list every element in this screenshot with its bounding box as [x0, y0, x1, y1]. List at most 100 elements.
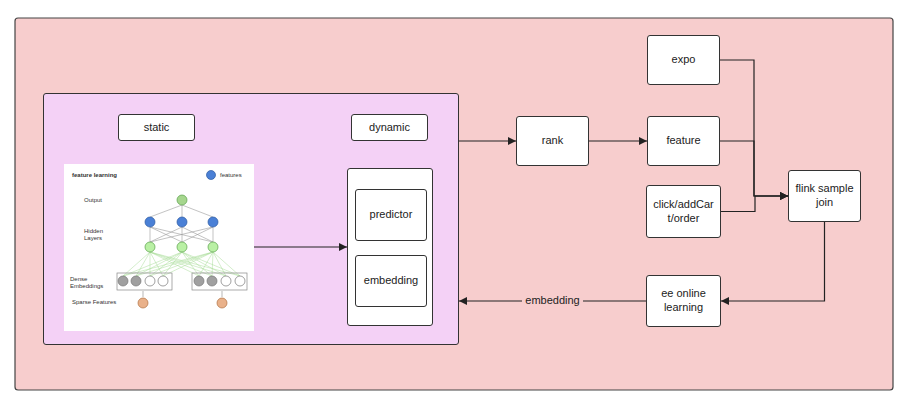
section-label-box: static	[118, 114, 195, 141]
text-holder: feature learning	[72, 172, 152, 179]
embedding-group	[117, 273, 172, 290]
network-link	[150, 227, 213, 242]
text-holder: embedding	[360, 274, 422, 288]
process-box: embedding	[355, 255, 427, 307]
network-link	[150, 252, 226, 276]
connector-arrow	[721, 222, 825, 301]
network-link	[136, 252, 213, 276]
network-link	[213, 252, 240, 276]
connector-arrow	[254, 246, 347, 247]
network-link	[163, 252, 182, 276]
network-link	[213, 252, 226, 276]
model-panel: static dynamic feature learning featuresOut…	[43, 93, 459, 345]
network-link	[150, 227, 213, 242]
network-link	[182, 205, 183, 217]
edge-label: embedding	[522, 294, 582, 307]
sparse-unit	[138, 298, 148, 308]
box-label: click/addCart/order	[652, 198, 715, 226]
network-link	[150, 252, 212, 276]
text-holder: predictor	[366, 208, 417, 222]
embedding-unit	[118, 276, 128, 286]
box-label: flink sample join	[794, 182, 855, 210]
process-box: feature	[647, 116, 720, 166]
embedding-unit	[207, 276, 217, 286]
network-link	[150, 252, 199, 276]
text-holder: flink sample join	[790, 182, 859, 210]
network-link	[182, 227, 213, 242]
network-link	[150, 227, 182, 242]
connector-arrow	[459, 140, 516, 141]
box-label: dynamic	[369, 121, 410, 135]
embedding-unit	[131, 276, 141, 286]
hidden-unit	[177, 242, 187, 252]
connector-arrow	[720, 60, 788, 196]
box-label: static	[144, 121, 170, 135]
network-link	[182, 252, 240, 276]
output-unit	[177, 195, 187, 205]
embedding-unit	[221, 276, 231, 286]
text-holder: Sparse Features	[72, 299, 132, 306]
sparse-link	[222, 291, 223, 297]
box-label: ee online learning	[652, 287, 715, 315]
network-link	[182, 252, 212, 276]
network-link	[150, 227, 151, 242]
hidden-unit	[145, 242, 155, 252]
box-label: expo	[672, 53, 696, 67]
figure-label: Hidden Layers	[84, 228, 112, 242]
embedding-unit	[194, 276, 204, 286]
hidden-unit	[145, 217, 155, 227]
hidden-unit	[177, 217, 187, 227]
network-link	[150, 252, 151, 276]
section-label-box: dynamic	[351, 114, 428, 141]
process-box: predictor	[355, 189, 427, 241]
network-link	[182, 227, 213, 242]
text-holder: ee online learning	[648, 287, 719, 315]
figure-label: Sparse Features	[72, 299, 132, 306]
network-links	[123, 205, 240, 276]
network-link	[150, 227, 182, 242]
embedding-group	[192, 273, 247, 290]
features-swatch	[207, 171, 216, 180]
network-link	[182, 252, 226, 276]
text-holder: dynamic	[365, 121, 414, 135]
embedding-unit	[235, 276, 245, 286]
text-holder: expo	[668, 53, 700, 67]
connector-arrow	[721, 196, 788, 212]
figure-label: features	[220, 172, 252, 179]
sparse-unit	[217, 298, 227, 308]
hidden-unit	[208, 217, 218, 227]
figure-label: feature learning	[72, 172, 152, 179]
process-box: click/addCart/order	[646, 185, 721, 238]
embedding-unit	[158, 276, 168, 286]
text-holder: click/addCart/order	[648, 198, 719, 226]
text-holder: rank	[538, 134, 567, 148]
box-label: predictor	[370, 208, 413, 222]
process-box: rank	[516, 116, 589, 166]
network-link	[150, 252, 182, 276]
figure-label: Dense Embeddings	[70, 276, 114, 290]
network-link	[150, 252, 240, 276]
box-label: embedding	[364, 274, 418, 288]
dynamic-group: predictor embedding	[347, 168, 433, 326]
outer-panel	[15, 18, 893, 390]
embedding-unit	[145, 276, 155, 286]
hidden-unit	[208, 242, 218, 252]
connector-arrow	[589, 140, 647, 141]
network-link	[212, 252, 213, 276]
connector-arrow	[720, 141, 788, 196]
network-link	[123, 252, 213, 276]
box-label: rank	[542, 134, 563, 148]
process-box: flink sample join	[788, 170, 861, 222]
figure-label: Output	[84, 197, 114, 204]
text-holder: Dense Embeddings	[70, 276, 114, 290]
network-link	[123, 252, 182, 276]
text-holder: features	[220, 172, 252, 179]
text-holder: Hidden Layers	[84, 228, 112, 242]
sparse-link	[143, 291, 144, 297]
text-holder: Output	[84, 197, 114, 204]
process-box: expo	[647, 35, 720, 85]
process-box: ee online learning	[646, 275, 721, 327]
text-holder: feature	[662, 134, 704, 148]
